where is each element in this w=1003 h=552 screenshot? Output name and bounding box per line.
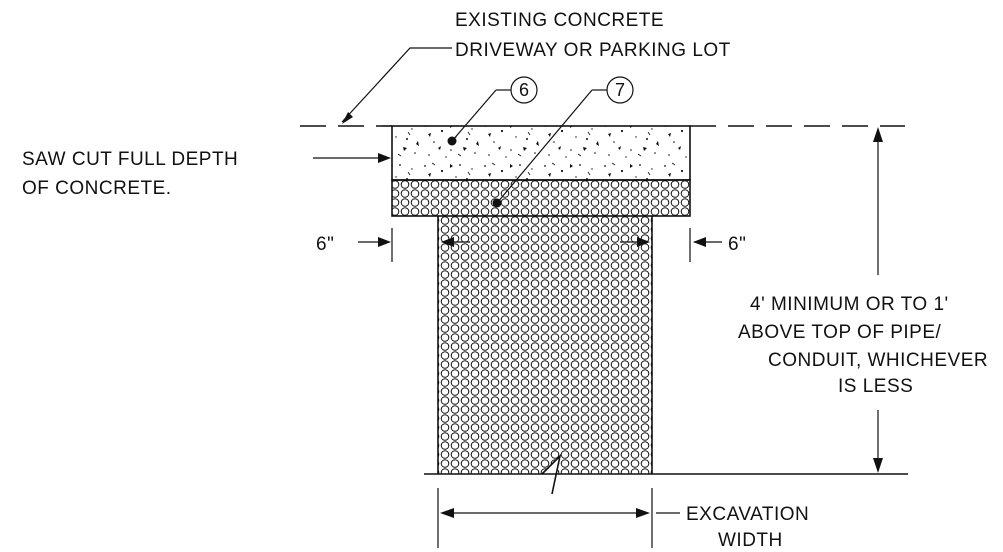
excavation-label-line2: WIDTH [718,530,783,551]
excavation-width-dimension [437,488,680,548]
depth-label-line3: CONDUIT, WHICHEVER [768,350,988,371]
offset-dimension-right [620,228,722,262]
existing-label-line2: DRIVEWAY OR PARKING LOT [455,40,731,61]
callout-7: 7 [492,76,634,208]
callout-6: 6 [447,76,538,146]
base-course [391,179,691,217]
saw-cut-label-line2: OF CONCRETE. [22,178,172,199]
svg-text:6: 6 [519,80,529,100]
depth-label-line1: 4' MINIMUM OR TO 1' [750,294,949,315]
break-symbol [541,453,562,495]
concrete-slab [391,125,691,181]
depth-label-line2: ABOVE TOP OF PIPE/ [738,322,942,343]
existing-concrete-leader [341,47,452,124]
saw-cut-leader [313,153,391,163]
depth-label-line4: IS LESS [838,376,913,397]
excavation-label-line1: EXCAVATION [686,504,809,525]
svg-text:7: 7 [615,80,625,100]
saw-cut-label-line1: SAW CUT FULL DEPTH [22,149,238,170]
depth-dimension [873,127,883,473]
left-offset-label: 6" [316,234,334,255]
right-offset-label: 6" [728,234,746,255]
existing-label-line1: EXISTING CONCRETE [455,10,664,31]
offset-dimension-left [358,228,470,262]
trench-backfill [437,216,653,474]
